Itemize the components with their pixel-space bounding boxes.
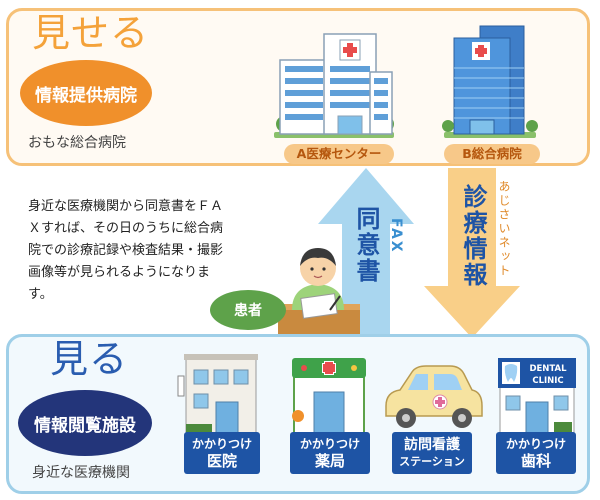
dental-clinic-illustration: DENTAL CLINIC — [498, 358, 576, 435]
pharmacy-illustration — [292, 358, 366, 435]
facility-dental-line1: かかりつけ — [505, 437, 567, 451]
viewer-role-oval: 情報閲覧施設 — [18, 390, 152, 456]
consent-up-arrow — [318, 168, 414, 338]
nurse-car-illustration — [385, 365, 483, 428]
facility-pharmacy-line2: 薬局 — [314, 452, 345, 470]
ajisai-net-label: あじさいネット — [497, 180, 511, 278]
description-text: 身近な医療機関から同意書をＦＡＸすれば、その日のうちに総合病院での診療記録や検査… — [28, 199, 224, 302]
provider-caption: おもな総合病院 — [28, 135, 126, 151]
hospital-b-label: B総合病院 — [444, 144, 540, 164]
view-heading: 見る — [50, 337, 129, 381]
clinic-illustration — [177, 354, 258, 435]
provider-role-oval: 情報提供病院 — [20, 60, 152, 126]
facility-clinic-line1: かかりつけ — [191, 437, 253, 451]
dental-sign-line2: CLINIC — [532, 376, 563, 386]
dental-sign-line1: DENTAL — [529, 364, 567, 374]
show-heading: 見せる — [32, 11, 150, 55]
consent-label: 同意書 — [352, 206, 380, 284]
facility-clinic-line2: 医院 — [206, 452, 237, 470]
facility-dental-label: かかりつけ 歯科 — [496, 432, 576, 474]
facility-clinic-label: かかりつけ 医院 — [184, 432, 260, 474]
facility-nursing-line1: 訪問看護 — [404, 437, 460, 453]
facility-pharmacy-line1: かかりつけ — [299, 437, 361, 451]
facility-nursing-line2: ステーション — [399, 455, 465, 468]
hospital-a-label: A医療センター — [284, 144, 394, 164]
facility-pharmacy-label: かかりつけ 薬局 — [290, 432, 370, 474]
facility-nursing-label: 訪問看護 ステーション — [392, 432, 472, 474]
fax-label: FAX — [388, 218, 404, 254]
hospital-a-illustration — [274, 33, 394, 138]
viewer-caption: 身近な医療機関 — [32, 465, 130, 481]
facility-dental-line2: 歯科 — [520, 452, 551, 470]
medical-info-label: 診療情報 — [459, 184, 487, 288]
medical-info-down-arrow — [424, 168, 520, 338]
patient-illustration — [278, 248, 360, 334]
hospital-b-illustration — [442, 25, 538, 138]
patient-oval: 患者 — [210, 290, 286, 330]
